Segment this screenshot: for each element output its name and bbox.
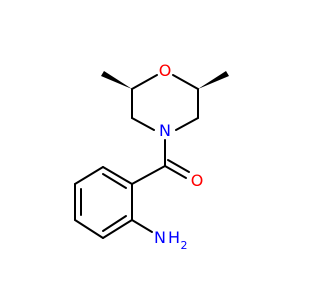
bond-n4-c5 (175, 117, 199, 131)
amine-n-label: N (154, 228, 166, 247)
wedge-bond-c6-methyl (198, 71, 229, 89)
benzene-ring (74, 166, 153, 239)
bond-c3-n4 (131, 117, 155, 131)
bond-c6-o (172, 74, 199, 90)
bond-b6-b1 (102, 166, 133, 185)
amine-h-label: H (168, 228, 180, 247)
bond-b2-b3-inner (102, 215, 127, 232)
bond-ccarbonyl-ring (131, 165, 166, 185)
bond-b5-b6 (74, 166, 104, 185)
morpholine-ring (131, 74, 199, 131)
bond-o-c2 (131, 74, 158, 90)
ring-oxygen-label: O (159, 61, 172, 80)
carbonyl-oxygen-label: O (191, 171, 204, 190)
amine-label: N H 2 (154, 228, 187, 252)
wedge-bond-c2-methyl (101, 71, 132, 89)
bond-ccarbonyl-o-double (167, 159, 190, 173)
bond-ccarbonyl-o (164, 165, 187, 179)
molecule-drawing: O N O N H 2 (74, 61, 229, 252)
molecule-structure: O N O N H 2 (74, 61, 229, 252)
ring-nitrogen-label: N (159, 121, 171, 140)
carbonyl-group (131, 139, 190, 185)
amine-h-subscript: 2 (181, 239, 188, 252)
bond-b2-b3 (102, 219, 133, 239)
bond-b2-amine (131, 219, 153, 233)
bond-b6-b1-inner (102, 173, 127, 189)
bond-b3-b4 (74, 219, 104, 239)
